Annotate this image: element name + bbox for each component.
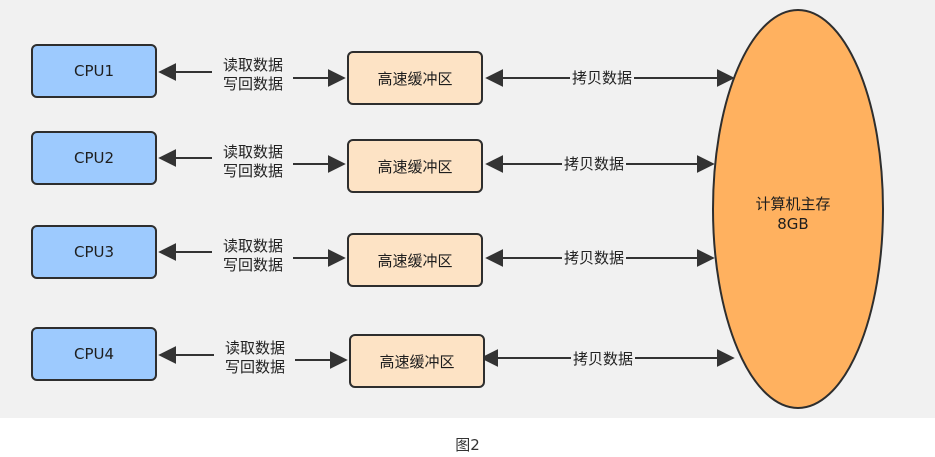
copy-label-3: 拷贝数据 <box>562 249 627 268</box>
cpu2-label: CPU2 <box>73 149 115 167</box>
cache2-label: 高速缓冲区 <box>377 157 453 176</box>
cache3-label: 高速缓冲区 <box>377 251 453 270</box>
main-memory-label: 计算机主存 8GB <box>733 194 853 234</box>
connector-layer <box>158 9 884 409</box>
main-memory-size: 8GB <box>777 215 809 233</box>
cache1-label: 高速缓冲区 <box>377 69 453 88</box>
write-label: 写回数据 <box>222 162 283 180</box>
cpu1-label: CPU1 <box>73 62 115 80</box>
read-label: 读取数据 <box>224 339 285 357</box>
main-memory-title: 计算机主存 <box>755 195 831 213</box>
rw-label-1: 读取数据 写回数据 <box>213 56 293 94</box>
write-label: 写回数据 <box>222 256 283 274</box>
cpu4-label: CPU4 <box>73 345 115 363</box>
cpu3-box: CPU3 <box>31 225 157 279</box>
cpu1-box: CPU1 <box>31 44 157 98</box>
copy-label-1: 拷贝数据 <box>570 69 635 88</box>
cache3-box: 高速缓冲区 <box>347 233 483 287</box>
cache1-box: 高速缓冲区 <box>347 51 483 105</box>
write-label: 写回数据 <box>222 75 283 93</box>
rw-label-3: 读取数据 写回数据 <box>213 237 293 275</box>
read-label: 读取数据 <box>222 56 283 74</box>
copy-label-2: 拷贝数据 <box>562 155 627 174</box>
read-label: 读取数据 <box>222 143 283 161</box>
cpu2-box: CPU2 <box>31 131 157 185</box>
write-label: 写回数据 <box>224 358 285 376</box>
figure-caption: 图2 <box>455 436 480 454</box>
diagram-canvas: CPU1 CPU2 CPU3 CPU4 读取数据 写回数据 读取数据 写回数据 … <box>0 0 935 418</box>
cache4-box: 高速缓冲区 <box>349 334 485 388</box>
main-memory-ellipse <box>712 9 884 409</box>
cpu4-box: CPU4 <box>31 327 157 381</box>
cache4-label: 高速缓冲区 <box>379 352 455 371</box>
rw-label-2: 读取数据 写回数据 <box>213 143 293 181</box>
cache2-box: 高速缓冲区 <box>347 139 483 193</box>
read-label: 读取数据 <box>222 237 283 255</box>
cpu3-label: CPU3 <box>73 243 115 261</box>
copy-label-4: 拷贝数据 <box>571 350 636 369</box>
rw-label-4: 读取数据 写回数据 <box>215 339 295 377</box>
